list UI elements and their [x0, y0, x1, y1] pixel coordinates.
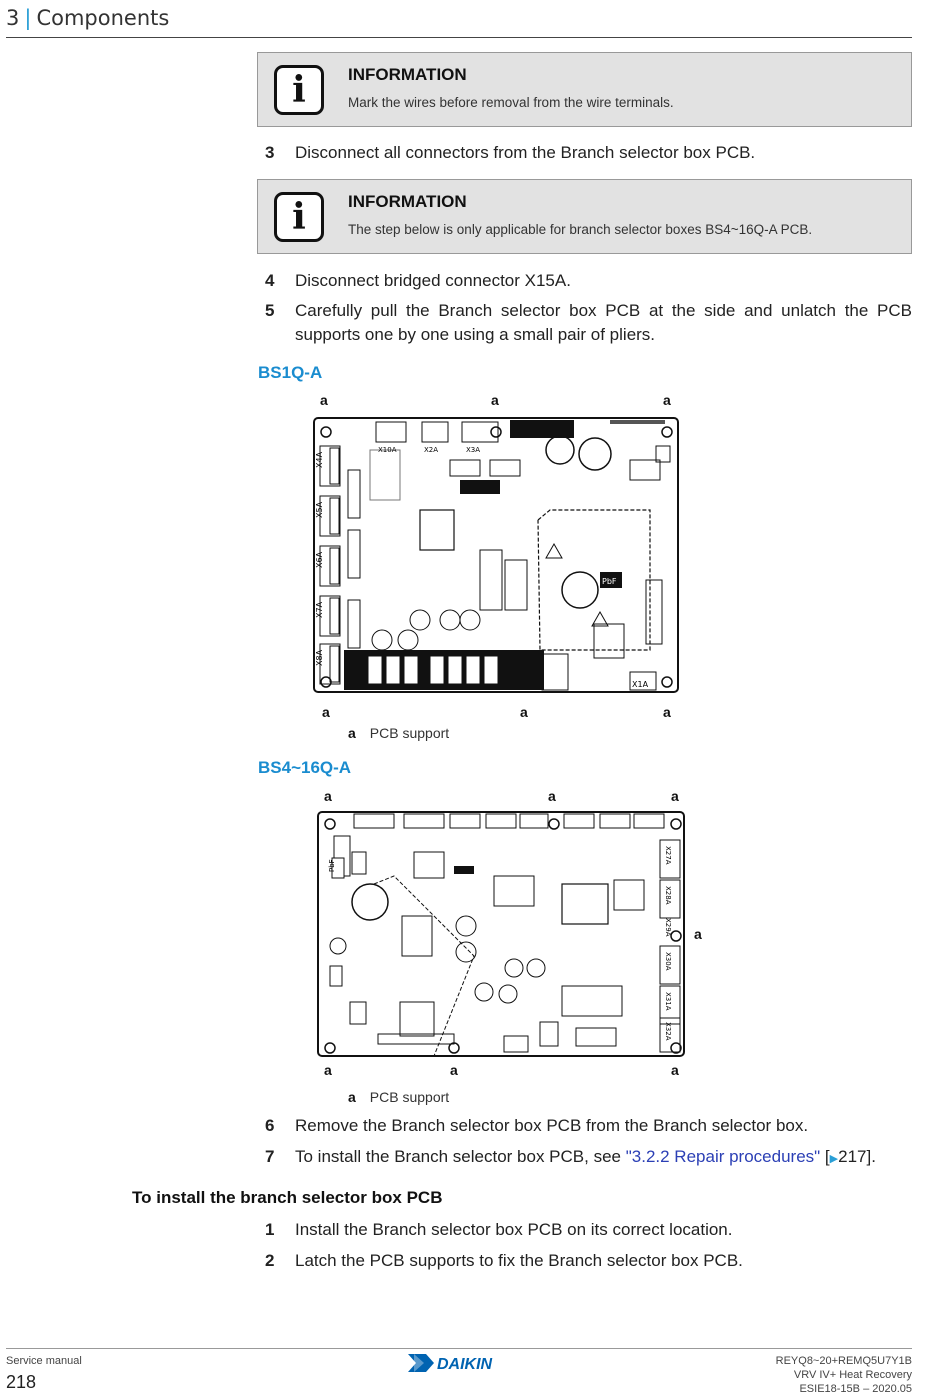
- information-icon: i: [274, 65, 324, 115]
- connector-label: X4A: [315, 451, 324, 468]
- step-text: Latch the PCB supports to fix the Branch…: [295, 1251, 743, 1270]
- pcb-support-label: a: [663, 704, 671, 720]
- install-step-1: 1 Install the Branch selector box PCB on…: [265, 1218, 915, 1242]
- pcb-support-label: a: [320, 392, 328, 408]
- step-number: 2: [265, 1251, 275, 1270]
- legend-text: PCB support: [369, 725, 450, 741]
- step-4: 4 Disconnect bridged connector X15A.: [265, 269, 915, 293]
- step-text: Remove the Branch selector box PCB from …: [295, 1116, 809, 1135]
- legend-key: a: [348, 1089, 356, 1105]
- pcb-support-label: a: [324, 788, 332, 804]
- triangle-right-icon: ▶: [829, 1153, 839, 1165]
- pbf-mark: PbF: [328, 859, 336, 872]
- figure-title-bs4-16q: BS4~16Q-A: [258, 758, 352, 777]
- footer-product: VRV IV+ Heat Recovery: [793, 1369, 912, 1381]
- repair-procedures-link[interactable]: "3.2.2 Repair procedures": [625, 1147, 821, 1166]
- step-number: 1: [265, 1220, 275, 1239]
- connector-label: X2A: [424, 446, 438, 454]
- footer-rule: [6, 1348, 912, 1349]
- pcb-support-label: a: [322, 704, 330, 720]
- chapter-title: Components: [36, 6, 170, 30]
- figure-legend-bs1q: a PCB support: [348, 725, 449, 741]
- pcb-board-drawing: PbF X27A X28A X29A X30A X31A X32A: [317, 811, 685, 1057]
- footer-model: REYQ8~20+REMQ5U7Y1B: [775, 1355, 912, 1367]
- connector-label: X27A: [664, 846, 672, 865]
- connector-label: X1A: [632, 680, 649, 689]
- connector-label: X28A: [664, 886, 672, 905]
- pcb-support-label: a: [491, 392, 499, 408]
- step-number: 3: [265, 143, 275, 162]
- pcb-support-label: a: [520, 704, 528, 720]
- step-6: 6 Remove the Branch selector box PCB fro…: [265, 1114, 915, 1138]
- step-3: 3 Disconnect all connectors from the Bra…: [265, 141, 915, 165]
- logo-text: DAIKIN: [437, 1356, 493, 1373]
- header-separator: |: [24, 6, 32, 30]
- step-text: Carefully pull the Branch selector box P…: [295, 301, 912, 344]
- page-reference: 217: [838, 1147, 867, 1166]
- connector-label: X30A: [664, 952, 672, 971]
- information-text: Mark the wires before removal from the w…: [348, 95, 674, 110]
- step-text-part: ].: [866, 1147, 876, 1166]
- pbf-mark: PbF: [602, 577, 617, 586]
- connector-label: X32A: [664, 1022, 672, 1041]
- step-text: To install the Branch selector box PCB, …: [295, 1145, 915, 1171]
- pcb-diagram-bs1q: a a a: [310, 392, 690, 722]
- page-header: 3|Components: [6, 6, 169, 30]
- information-icon: i: [274, 192, 324, 242]
- information-box-1: i INFORMATION Mark the wires before remo…: [257, 52, 912, 127]
- information-box-2: i INFORMATION The step below is only app…: [257, 179, 912, 254]
- legend-text: PCB support: [369, 1089, 450, 1105]
- footer-doc-info: REYQ8~20+REMQ5U7Y1B VRV IV+ Heat Recover…: [776, 1354, 912, 1394]
- connector-label: X6A: [315, 551, 324, 568]
- header-rule: [6, 37, 912, 38]
- figure-title-bs1q: BS1Q-A: [258, 363, 323, 382]
- information-text: The step below is only applicable for br…: [348, 222, 813, 237]
- pcb-support-label: a: [694, 926, 702, 942]
- connector-label: X10A: [378, 446, 397, 454]
- connector-label: X5A: [315, 501, 324, 518]
- step-5: 5 Carefully pull the Branch selector box…: [265, 299, 912, 347]
- page-number: 218: [6, 1372, 37, 1392]
- connector-label: X7A: [315, 601, 324, 618]
- connector-label: X8A: [315, 649, 324, 666]
- information-title: INFORMATION: [348, 65, 467, 84]
- step-text-part: To install the Branch selector box PCB, …: [295, 1147, 626, 1166]
- connector-label: X3A: [466, 446, 480, 454]
- step-text-part: [: [820, 1147, 830, 1166]
- pcb-support-label: a: [663, 392, 671, 408]
- pcb-support-label: a: [324, 1062, 332, 1078]
- pcb-support-label: a: [450, 1062, 458, 1078]
- install-section-heading: To install the branch selector box PCB: [132, 1188, 443, 1207]
- step-number: 7: [265, 1147, 275, 1166]
- footer-doc-type: Service manual: [6, 1355, 82, 1367]
- chapter-number: 3: [6, 6, 20, 30]
- legend-key: a: [348, 725, 356, 741]
- pcb-diagram-bs4-16q: a a a a: [314, 788, 710, 1080]
- step-number: 5: [265, 301, 275, 320]
- daikin-logo: DAIKIN: [408, 1354, 493, 1373]
- step-text: Install the Branch selector box PCB on i…: [295, 1220, 733, 1239]
- connector-label: X31A: [664, 992, 672, 1011]
- pcb-support-label: a: [671, 1062, 679, 1078]
- figure-legend-bs4-16q: a PCB support: [348, 1089, 449, 1105]
- step-number: 4: [265, 271, 275, 290]
- pcb-support-label: a: [671, 788, 679, 804]
- step-number: 6: [265, 1116, 275, 1135]
- pcb-board-drawing: X4A X5A X6A X7A X8A X1A X10A X2A X3A PbF: [313, 417, 679, 693]
- step-7: 7 To install the Branch selector box PCB…: [265, 1145, 915, 1171]
- pcb-support-label: a: [548, 788, 556, 804]
- footer-doc-ref: ESIE18-15B – 2020.05: [799, 1383, 912, 1394]
- information-title: INFORMATION: [348, 192, 467, 211]
- step-text: Disconnect all connectors from the Branc…: [295, 143, 756, 162]
- install-step-2: 2 Latch the PCB supports to fix the Bran…: [265, 1249, 915, 1273]
- connector-label: X29A: [664, 918, 672, 937]
- step-text: Disconnect bridged connector X15A.: [295, 271, 571, 290]
